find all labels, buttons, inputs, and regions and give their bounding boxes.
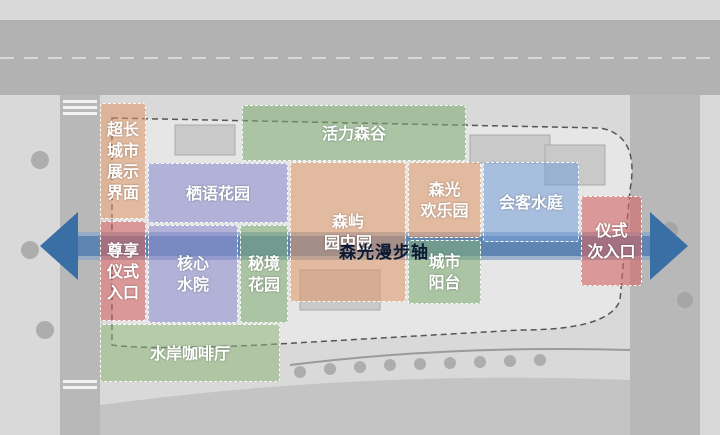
axis-label: 森光漫步轴 [339, 243, 429, 263]
zone-city-balcony: 城市 阳台 [408, 240, 481, 304]
zone-vitality-valley: 活力森谷 [242, 105, 466, 161]
west-road [60, 95, 100, 435]
tree-row [21, 151, 693, 378]
zone-honored-ceremonial-entrance: 尊享 仪式 入口 [100, 221, 146, 321]
zone-core-water-court: 核心 水院 [148, 225, 238, 323]
zone-display-interface: 超长 城市 展示 界面 [100, 103, 146, 219]
zone-joy-park: 森光 欢乐园 [408, 162, 481, 238]
zone-ceremonial-secondary-entrance: 仪式 次入口 [581, 196, 642, 286]
zone-qiyu-garden: 栖语花园 [148, 163, 288, 223]
zone-waterfront-cafe: 水岸咖啡厅 [100, 324, 280, 382]
zone-secret-garden: 秘境 花园 [240, 225, 288, 323]
zone-guest-courtyard: 会客水庭 [483, 162, 579, 242]
zone-islet-garden: 森屿 园中园 [290, 162, 406, 302]
